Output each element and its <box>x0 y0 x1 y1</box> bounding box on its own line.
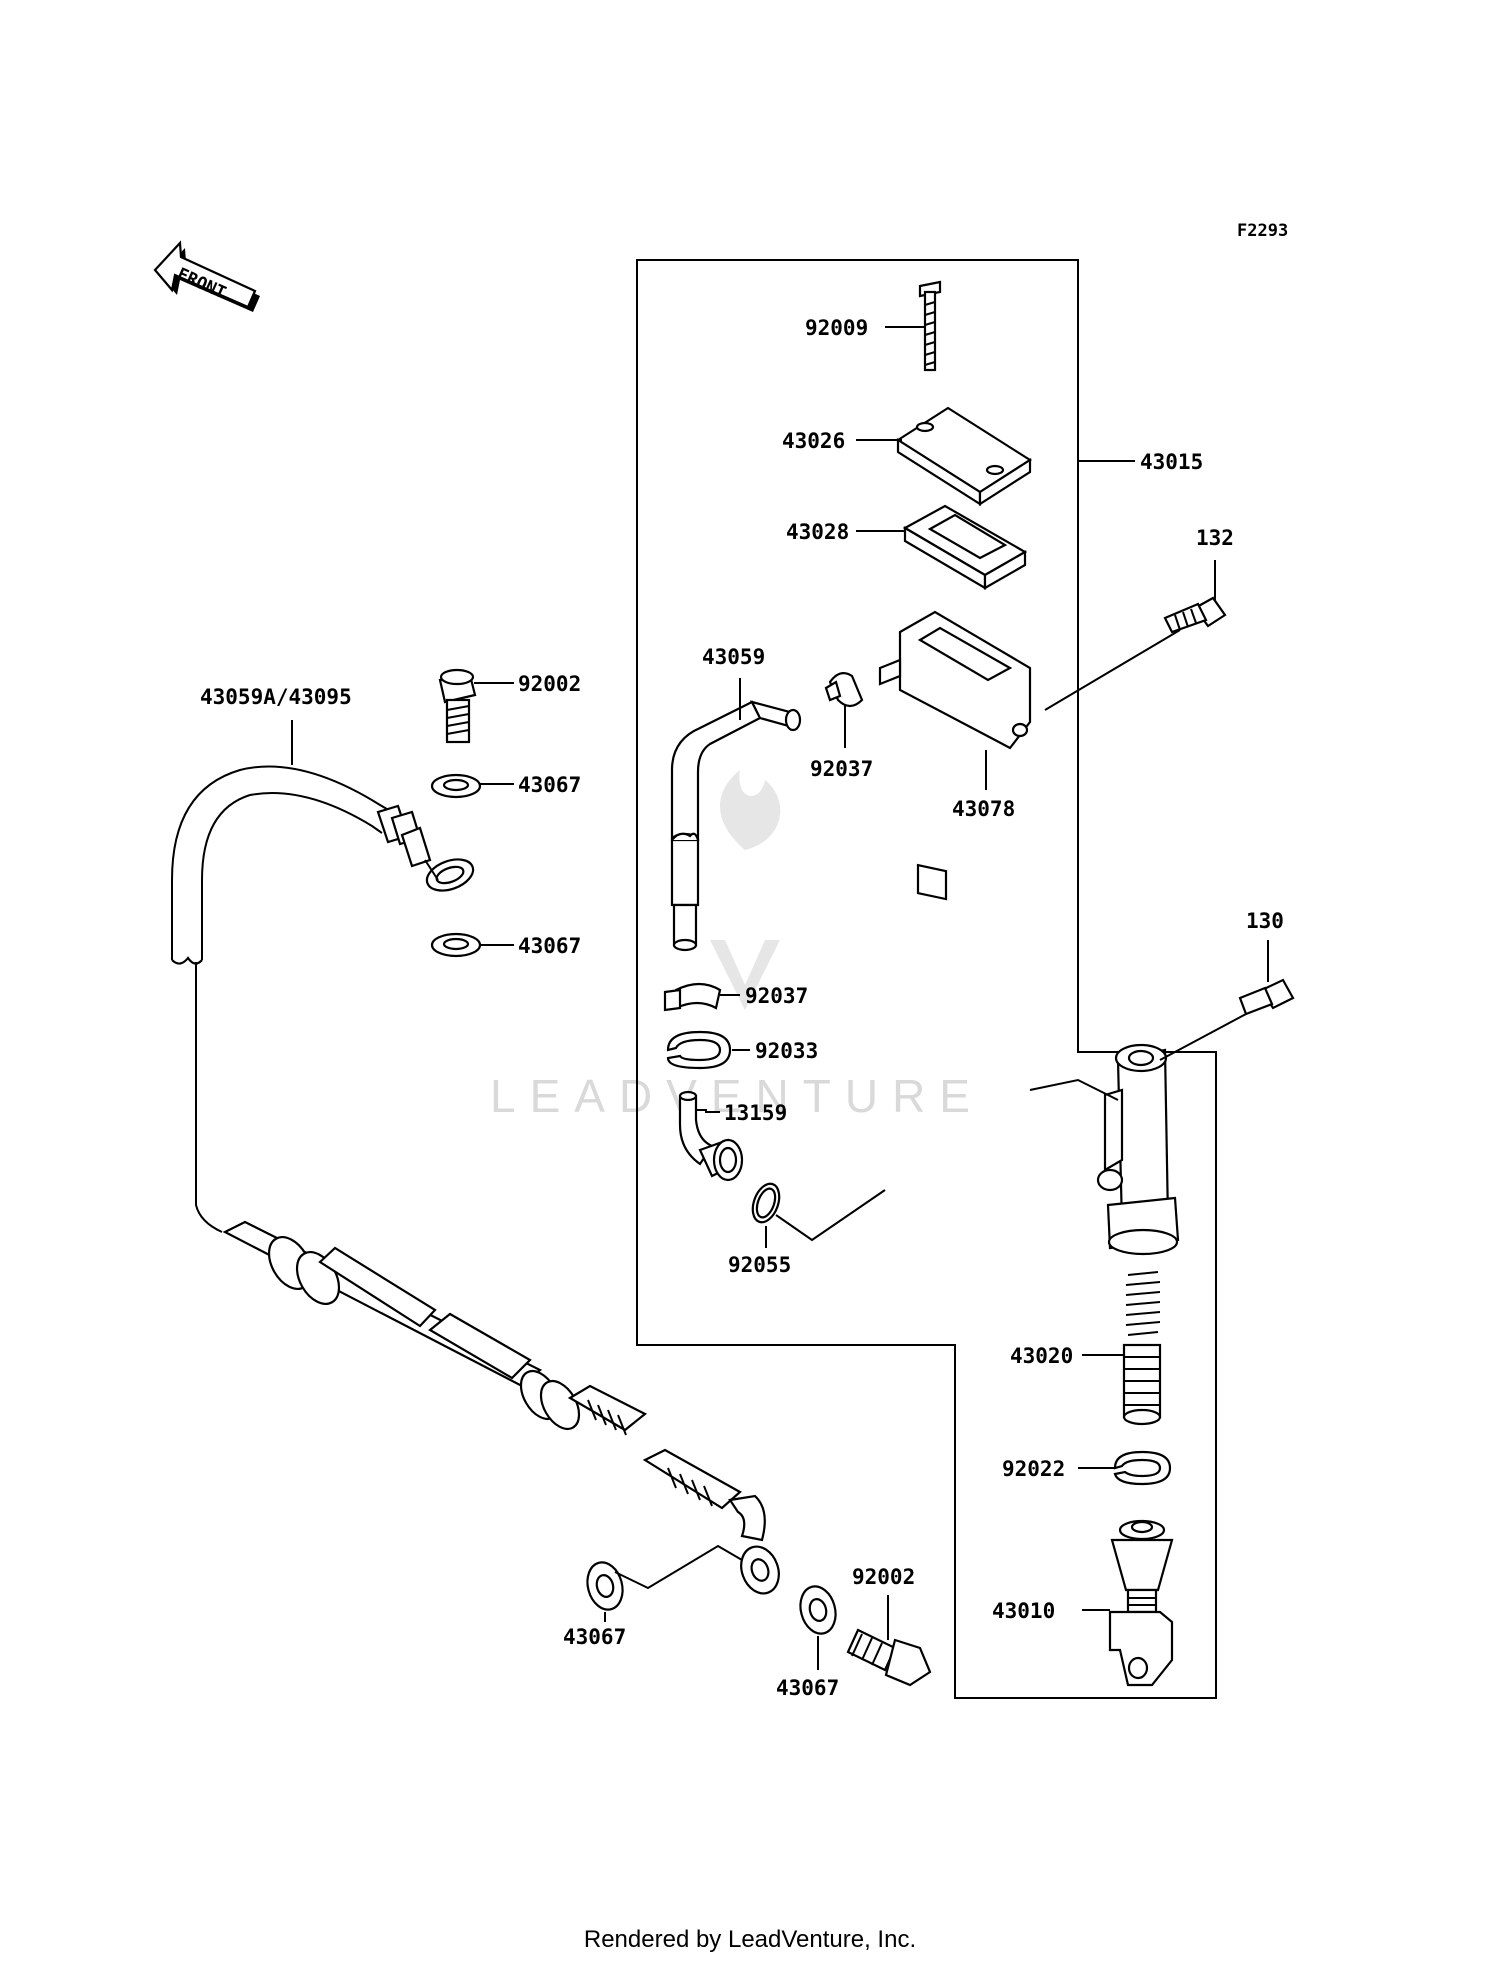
watermark-text: LEADVENTURE <box>490 1070 984 1122</box>
label-43059: 43059 <box>702 645 765 669</box>
diaphragm-43028 <box>902 504 1028 590</box>
label-92033: 92033 <box>755 1039 818 1063</box>
label-43067-c: 43067 <box>563 1625 626 1649</box>
watermark: LEADVENTURE <box>490 770 984 1122</box>
label-92055: 92055 <box>728 1253 791 1277</box>
label-92002-upper: 92002 <box>518 672 581 696</box>
label-132: 132 <box>1196 526 1234 550</box>
label-43067-b: 43067 <box>518 934 581 958</box>
reservoir-hose-43059 <box>670 700 802 952</box>
leader-lines <box>291 326 1269 1670</box>
o-ring-92055 <box>751 1182 886 1242</box>
label-43067-d: 43067 <box>776 1676 839 1700</box>
spring-43020 <box>1122 1271 1162 1426</box>
screw-92009 <box>918 280 942 372</box>
label-43028: 43028 <box>786 520 849 544</box>
snap-ring-92022 <box>1113 1450 1172 1486</box>
label-43078: 43078 <box>952 797 1015 821</box>
footer-credit: Rendered by LeadVenture, Inc. <box>584 1926 916 1953</box>
label-130: 130 <box>1246 909 1284 933</box>
label-43010: 43010 <box>992 1599 1055 1623</box>
bolt-130 <box>1159 978 1295 1061</box>
banjo-bolt-92002-lower <box>846 1628 932 1687</box>
label-92037-upper: 92037 <box>810 757 873 781</box>
figure-id: F2293 <box>1237 221 1288 241</box>
label-43059A-43095: 43059A/43095 <box>200 685 352 709</box>
callout-labels: 92009 43026 43015 43028 132 43059 92037 … <box>200 316 1284 1700</box>
brake-hose-43059A <box>171 765 780 1595</box>
watermark-flame-logo <box>720 770 781 850</box>
label-43067-a: 43067 <box>518 773 581 797</box>
clamp-92037-lower <box>663 982 722 1012</box>
label-43026: 43026 <box>782 429 845 453</box>
bolt-132 <box>1044 596 1227 711</box>
washer-43067-b <box>430 932 482 958</box>
cap-43026 <box>895 406 1033 507</box>
label-92037-lower: 92037 <box>745 984 808 1008</box>
washer-43067-a <box>430 773 482 799</box>
watermark-v-logo <box>710 940 780 1010</box>
label-92009: 92009 <box>805 316 868 340</box>
label-92022: 92022 <box>1002 1457 1065 1481</box>
reservoir-43078 <box>878 610 1032 901</box>
banjo-bolt-92002-upper <box>438 668 477 744</box>
washer-43067-d <box>799 1585 837 1635</box>
label-92002-lower: 92002 <box>852 1565 915 1589</box>
snap-ring-92033 <box>666 1030 732 1070</box>
label-43020: 43020 <box>1010 1344 1073 1368</box>
push-rod-43010 <box>1108 1519 1174 1687</box>
washer-43067-c <box>586 1544 743 1611</box>
assembly-boundary <box>636 259 1217 1699</box>
label-13159: 13159 <box>724 1101 787 1125</box>
front-arrow: FRONT <box>153 240 260 312</box>
clamp-92037-upper <box>824 671 864 708</box>
label-43015: 43015 <box>1140 450 1203 474</box>
master-cylinder-body <box>1029 1043 1180 1256</box>
connector-13159 <box>678 1090 744 1182</box>
